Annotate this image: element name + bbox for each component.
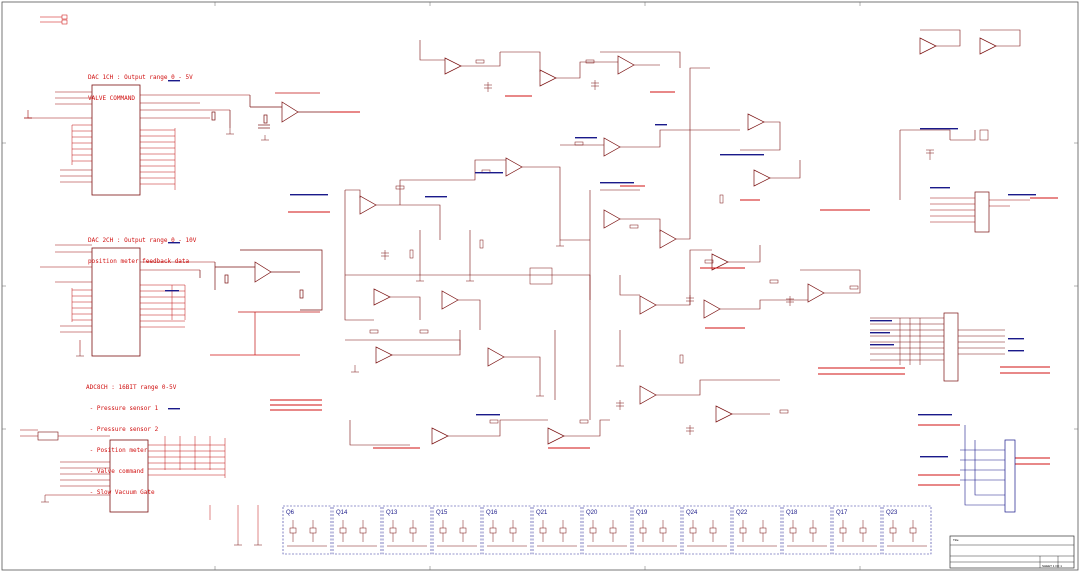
relay-box-label: Q16 bbox=[486, 510, 498, 516]
relay-component bbox=[289, 527, 297, 534]
title-block: Title SHEET 1 OF 1 bbox=[949, 535, 1075, 569]
relay-component bbox=[859, 527, 867, 534]
center-opamps bbox=[359, 37, 997, 445]
adc-bus bbox=[148, 436, 259, 540]
relay-component bbox=[639, 527, 647, 534]
dac2-ic bbox=[40, 244, 215, 357]
label-texture bbox=[165, 80, 1036, 458]
dac1-ic bbox=[24, 84, 250, 196]
power-legend bbox=[40, 14, 68, 25]
relay-component bbox=[739, 527, 747, 534]
relay-component bbox=[539, 527, 547, 534]
ground-symbols bbox=[41, 128, 624, 546]
relay-component bbox=[459, 527, 467, 534]
relay-component bbox=[439, 527, 447, 534]
dac2-note-line-1: DAC 2CH : Output range 0 - 10V bbox=[88, 237, 197, 244]
adc-note-line-5: - Valve command bbox=[86, 468, 144, 475]
relay-component bbox=[509, 527, 517, 534]
relay-driver-row: Q6 Q14 Q13 Q15 Q16 Q21 Q20 Q19 Q24 Q22 Q18 Q17 Q23 bbox=[282, 505, 932, 555]
dac1-note: DAC 1CH : Output range 0 - 5V VALVE COMM… bbox=[88, 60, 193, 116]
relay-component bbox=[909, 527, 917, 534]
passive-components bbox=[369, 59, 989, 435]
adc-ic bbox=[20, 429, 149, 513]
dac2-opamp-stage bbox=[199, 249, 323, 356]
relay-component bbox=[759, 527, 767, 534]
adc-note-line-3: - Pressure sensor 2 bbox=[86, 426, 159, 433]
relay-component bbox=[609, 527, 617, 534]
relay-box-label: Q20 bbox=[586, 510, 598, 516]
relay-box-label: Q19 bbox=[636, 510, 648, 516]
dac1-bus bbox=[71, 124, 176, 190]
relay-component bbox=[789, 527, 797, 534]
relay-box-label: Q18 bbox=[786, 510, 798, 516]
title-block-title: Title bbox=[953, 538, 959, 542]
adc-note-line-6: - Slow Vacuum Gate bbox=[86, 489, 155, 496]
relay-component bbox=[689, 527, 697, 534]
title-block-page: SHEET 1 OF 1 bbox=[1042, 564, 1062, 568]
adc-note: ADC8CH : 16BIT range 0-5V - Pressure sen… bbox=[86, 370, 176, 510]
relay-component bbox=[889, 527, 897, 534]
relay-box-label: Q17 bbox=[836, 510, 848, 516]
red-net-labels bbox=[270, 91, 1058, 465]
adc-note-line-2: - Pressure sensor 1 bbox=[86, 405, 159, 412]
connector-pins bbox=[870, 317, 1005, 365]
relay-box-label: Q6 bbox=[286, 510, 295, 516]
relay-component bbox=[339, 527, 347, 534]
relay-component bbox=[309, 527, 317, 534]
relay-box-label: Q23 bbox=[886, 510, 898, 516]
relay-component bbox=[589, 527, 597, 534]
relay-box-label: Q22 bbox=[736, 510, 748, 516]
relay-component bbox=[359, 527, 367, 534]
dac1-note-line-2: VALVE COMMAND bbox=[88, 95, 135, 102]
relay-box-label: Q14 bbox=[336, 510, 348, 516]
center-wiring bbox=[344, 29, 1021, 446]
relay-box-label: Q15 bbox=[436, 510, 448, 516]
relay-component bbox=[809, 527, 817, 534]
relay-box-label: Q24 bbox=[686, 510, 698, 516]
bottom-right-connector bbox=[918, 425, 1016, 513]
relay-component bbox=[659, 527, 667, 534]
relay-component bbox=[489, 527, 497, 534]
relay-box-label: Q21 bbox=[536, 510, 548, 516]
dac1-note-line-1: DAC 1CH : Output range 0 - 5V bbox=[88, 74, 193, 81]
relay-box-label: Q13 bbox=[386, 510, 398, 516]
relay-component bbox=[389, 527, 397, 534]
right-connectors bbox=[930, 191, 1030, 382]
relay-component bbox=[409, 527, 417, 534]
dac2-note: DAC 2CH : Output range 0 - 10V position … bbox=[88, 223, 196, 279]
dac1-opamp-stage bbox=[211, 92, 330, 129]
relay-component bbox=[839, 527, 847, 534]
relay-component bbox=[709, 527, 717, 534]
relay-component bbox=[559, 527, 567, 534]
adc-note-line-1: ADC8CH : 16BIT range 0-5V bbox=[86, 384, 177, 391]
adc-note-line-4: - Position meter bbox=[86, 447, 148, 454]
dac2-note-line-2: position meter feedback data bbox=[88, 258, 190, 265]
